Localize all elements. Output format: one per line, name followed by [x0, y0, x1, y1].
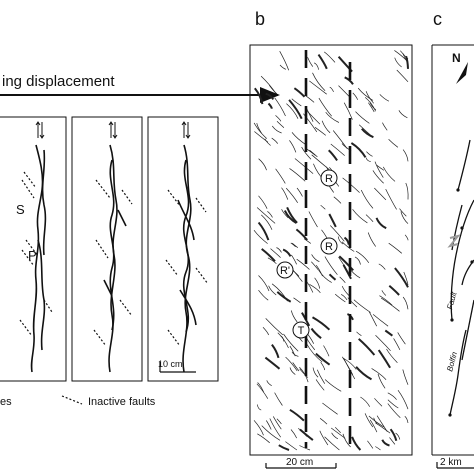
- legend-inactive-line: [61, 395, 83, 405]
- panel-a: ing displacement S P: [0, 73, 280, 408]
- tension-label-t: T: [292, 321, 310, 339]
- north-arrow-icon: [456, 62, 468, 84]
- legend-inactive-label: Inactive faults: [88, 396, 156, 408]
- riedel-label-r-prime: R': [276, 261, 294, 279]
- panel-b-frame: [249, 44, 413, 456]
- fracture-pattern: [253, 50, 409, 451]
- stage-1-inactive-faults: [19, 171, 53, 337]
- stage-3-active-faults: [177, 144, 197, 373]
- svg-text:R: R: [325, 241, 333, 253]
- panel-b: b R R R' T 20 cm: [249, 9, 413, 469]
- stage-frame-3: [147, 116, 219, 382]
- svg-text:R': R': [280, 265, 290, 277]
- panel-c: c N Fault Bolfin 2 km: [431, 9, 474, 469]
- svg-text:T: T: [298, 325, 305, 337]
- north-label: N: [452, 51, 461, 65]
- svg-text:R: R: [325, 173, 333, 185]
- fault-label: Fault: [445, 290, 458, 310]
- shear-sense-icon: [35, 121, 191, 139]
- panel-letter-c: c: [433, 9, 442, 29]
- scale-label-c: 2 km: [440, 457, 462, 468]
- label-s: S: [16, 202, 25, 217]
- bolfin-label: Bolfin: [445, 350, 459, 372]
- fault-tick-marks: [448, 188, 474, 417]
- stage-frame-1: [0, 116, 67, 382]
- legend-active-label: es: [0, 396, 12, 408]
- stage-2-inactive-faults: [93, 179, 133, 347]
- fault-traces: [449, 139, 474, 416]
- panel-letter-b: b: [255, 9, 265, 29]
- stage-2-active-faults: [103, 144, 127, 373]
- scale-label-a: 10 cm: [158, 359, 183, 369]
- scale-label-b: 20 cm: [286, 457, 313, 468]
- displacement-label: ing displacement: [2, 73, 115, 90]
- stage-3-inactive-faults: [165, 189, 209, 347]
- shear-arrow-icon: [447, 234, 461, 248]
- label-p: P: [28, 248, 37, 263]
- riedel-label-r1: R: [320, 169, 338, 187]
- stage-frame-2: [71, 116, 143, 382]
- riedel-label-r2: R: [320, 237, 338, 255]
